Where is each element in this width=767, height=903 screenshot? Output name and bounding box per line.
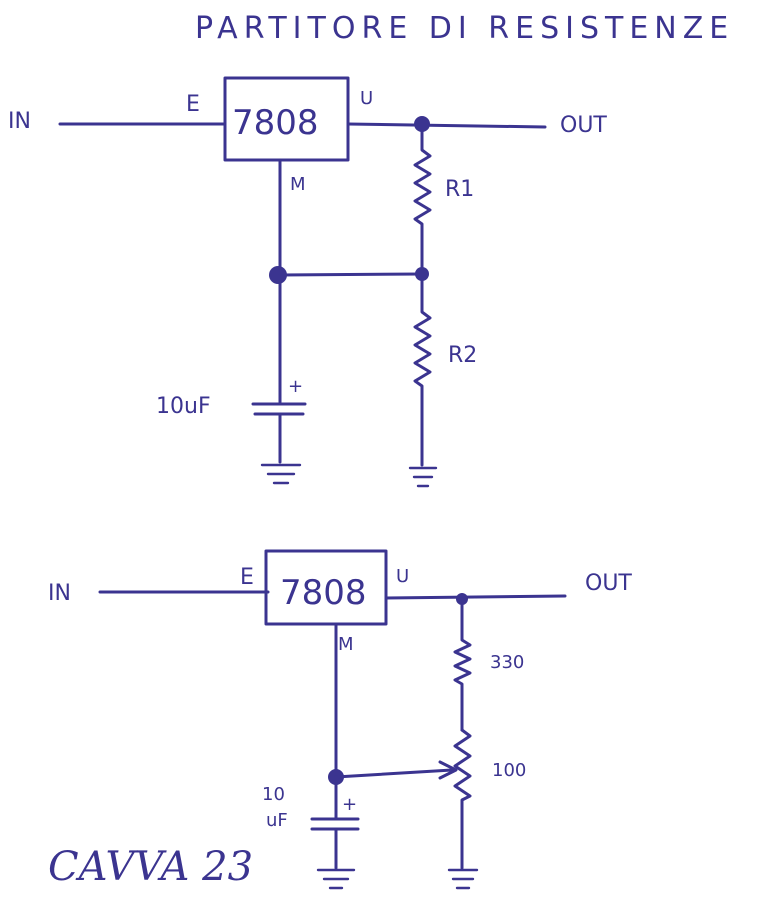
c1-r2-label: R2 [448, 343, 477, 368]
c2-capacitor-label-unit: uF [266, 810, 288, 831]
c1-resistor-r1 [413, 122, 432, 276]
c1-common-node [269, 266, 287, 284]
c1-resistor-r2 [413, 272, 432, 467]
c1-regulator-box [223, 76, 350, 162]
c2-input-label: IN [48, 581, 71, 606]
c1-pin-e-label: E [186, 92, 200, 117]
c1-output-wire [346, 122, 547, 129]
circuit-1: IN E 7808 U M OUT R1 R2 + 10uF [8, 76, 607, 488]
c2-ground-cap-icon [316, 868, 356, 890]
c1-ground-r2-icon [408, 466, 438, 488]
c2-resistor-330 [453, 597, 472, 732]
c2-ground-trimmer-icon [447, 868, 479, 890]
diagram-title: PARTITORE DI RESISTENZE [195, 11, 734, 46]
author-signature: CAVVA 23 [48, 844, 253, 890]
c1-output-label: OUT [560, 113, 607, 138]
c2-regulator-box [264, 549, 388, 626]
c1-ground-cap-icon [260, 463, 302, 485]
c2-output-wire [384, 594, 567, 600]
c1-regulator-label: 7808 [232, 103, 319, 143]
c2-resistor-label: 330 [490, 652, 524, 673]
c2-output-label: OUT [585, 571, 632, 596]
c2-regulator-label: 7808 [280, 573, 367, 613]
c2-capacitor-label-value: 10 [262, 784, 285, 805]
c2-wiper-arrow-icon [438, 760, 458, 780]
c2-pin-e-label: E [240, 565, 254, 590]
c2-capacitor-plus: + [342, 794, 357, 815]
c2-trimmer-label: 100 [492, 760, 526, 781]
c1-input-label: IN [8, 109, 31, 134]
c1-capacitor-plus: + [288, 376, 303, 397]
c1-capacitor [251, 402, 307, 416]
circuit-2: IN E 7808 U M OUT 330 100 + 10 uF [48, 549, 632, 890]
c1-capacitor-label: 10uF [156, 394, 211, 419]
c2-pin-m-label: M [338, 634, 354, 655]
c1-pin-u-label: U [360, 88, 373, 109]
c1-pin-m-label: M [290, 174, 306, 195]
c1-r1-label: R1 [445, 177, 474, 202]
c2-capacitor [310, 817, 360, 831]
c2-pin-u-label: U [396, 566, 409, 587]
c2-trimmer-100 [453, 728, 472, 870]
c2-wiper-wire [334, 768, 454, 779]
